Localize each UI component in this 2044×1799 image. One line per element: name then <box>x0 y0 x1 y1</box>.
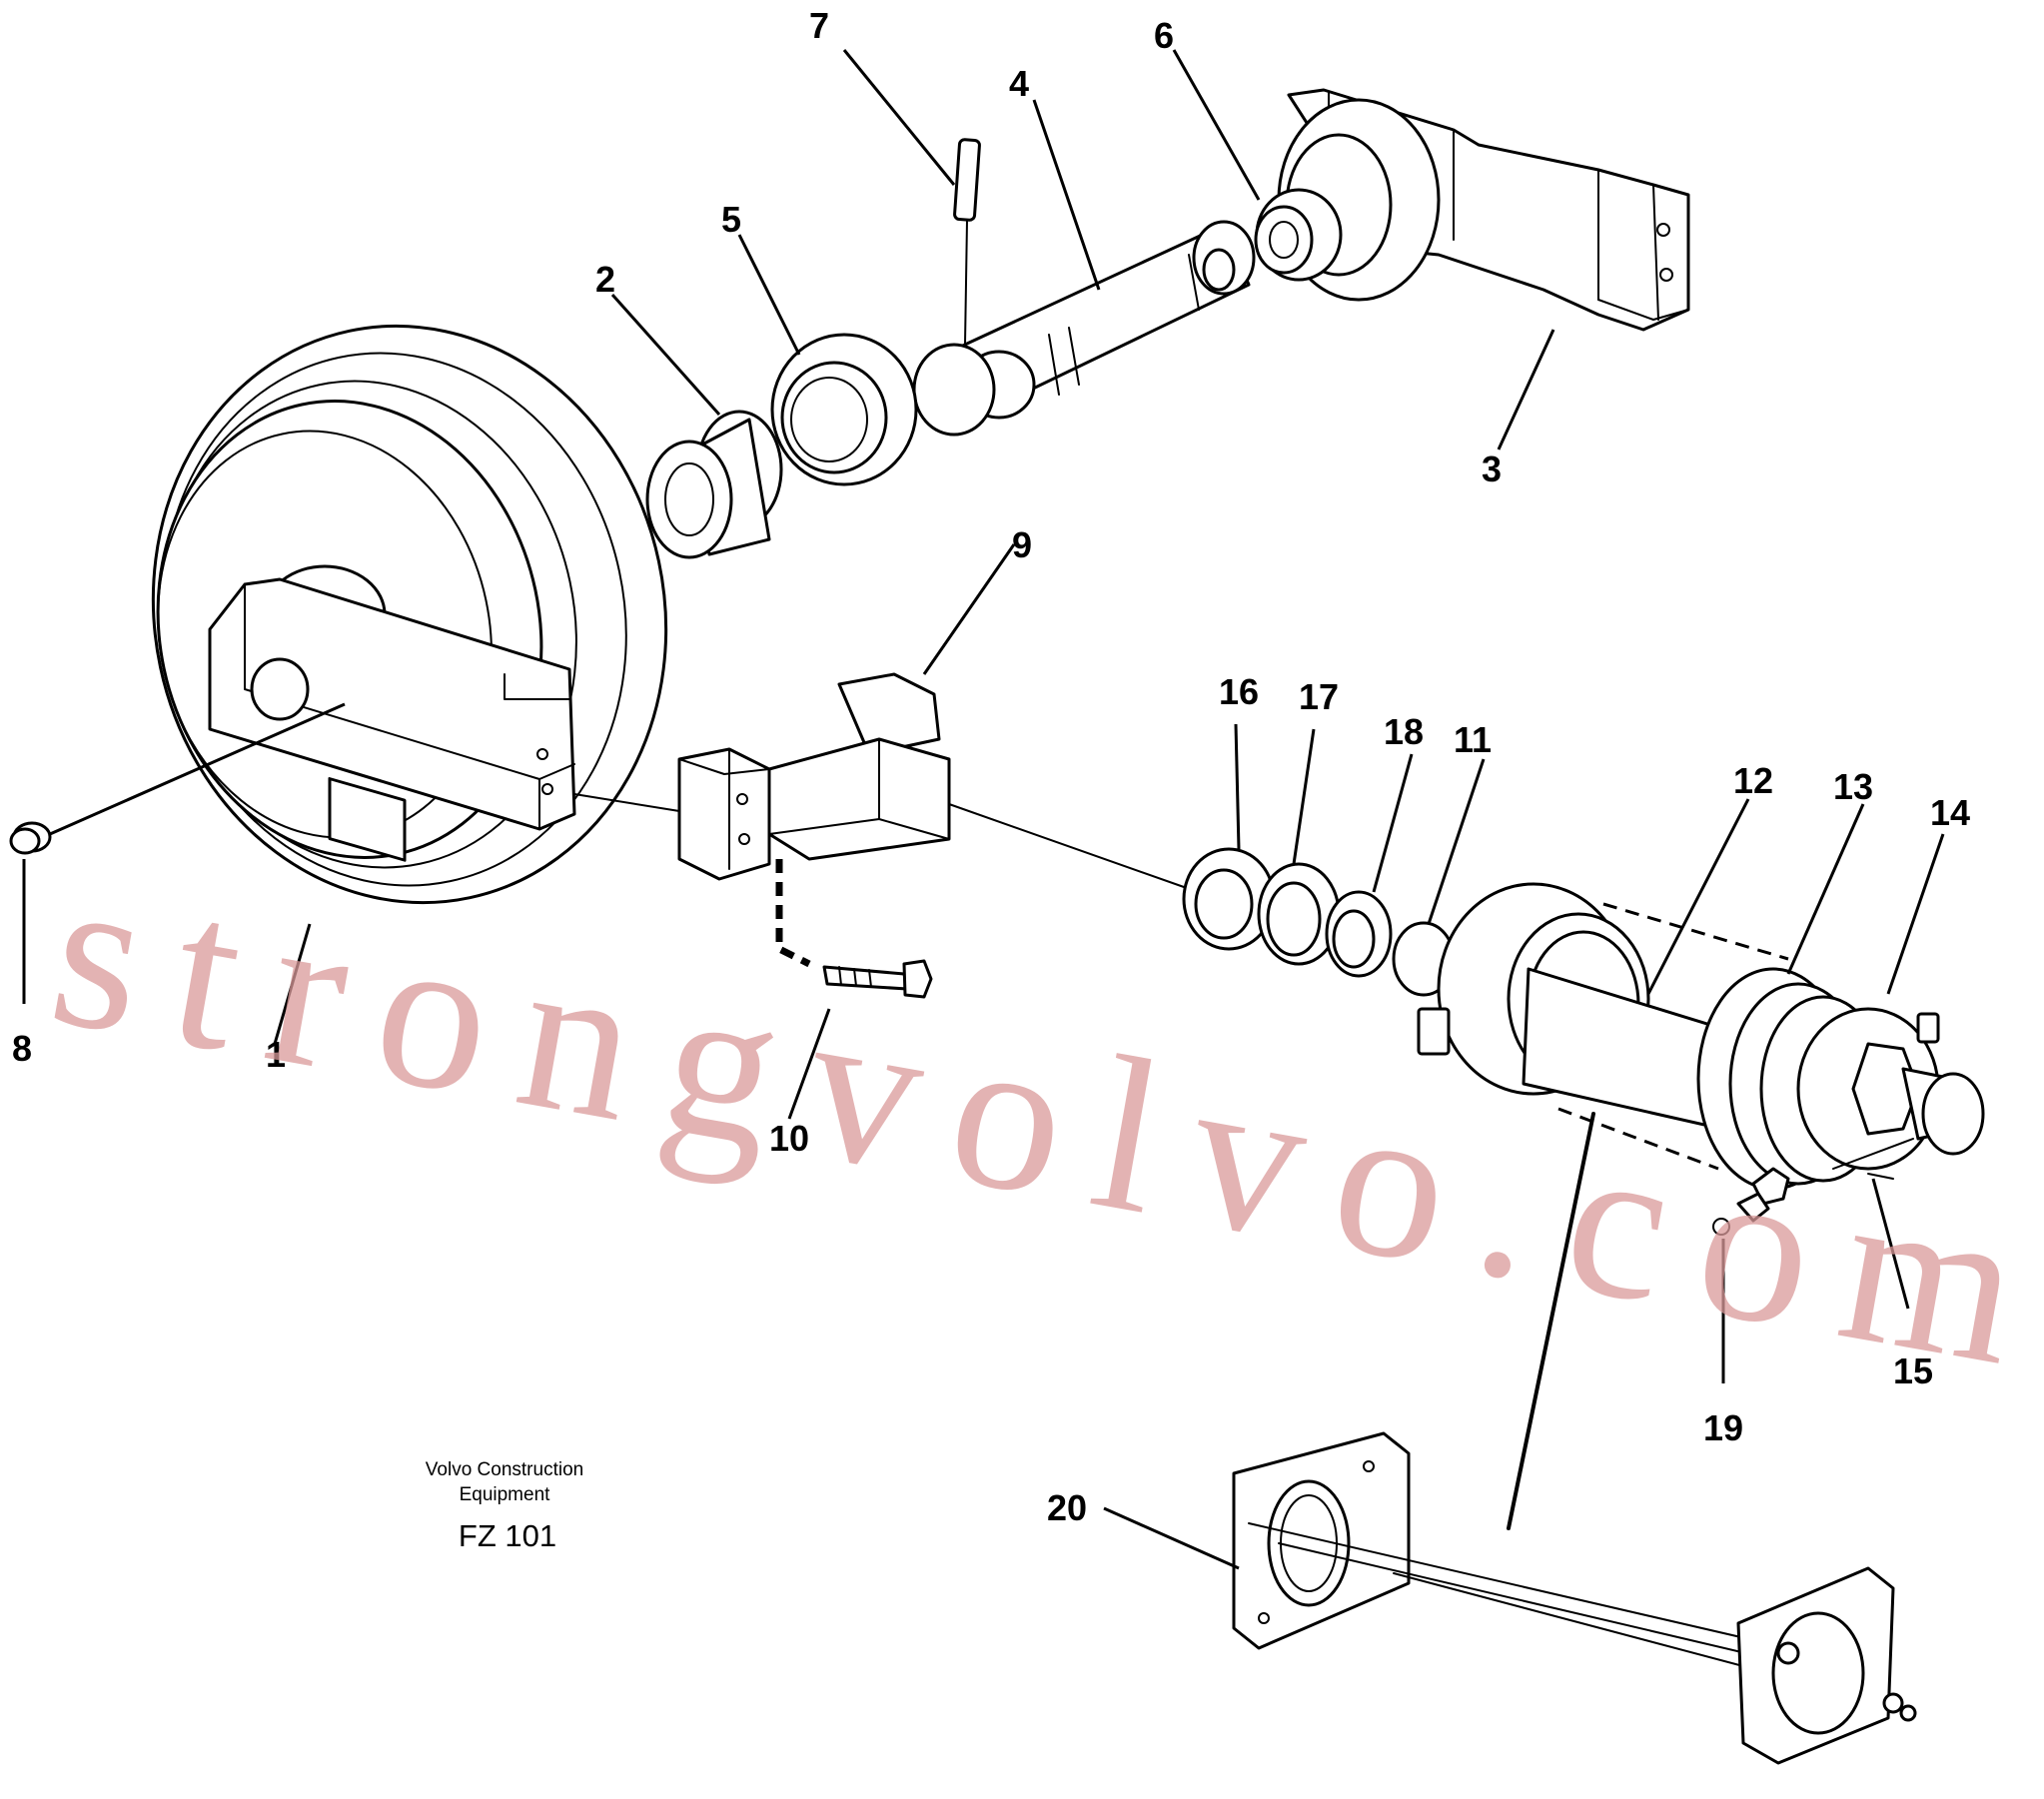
seal-part-5 <box>770 333 918 486</box>
nut-part-14 <box>1796 1007 1985 1171</box>
pin-part-15 <box>1832 1138 1914 1180</box>
callout-9: 9 <box>1012 524 1032 565</box>
tie-rod-part-20 <box>1232 1112 1917 1765</box>
callout-1: 1 <box>266 1034 286 1075</box>
callout-15: 15 <box>1893 1350 1933 1391</box>
callout-10: 10 <box>769 1118 809 1159</box>
callout-12: 12 <box>1733 760 1773 801</box>
callout-5: 5 <box>721 199 741 240</box>
callout-4: 4 <box>1009 63 1029 104</box>
callout-13: 13 <box>1833 766 1873 807</box>
callout-20: 20 <box>1047 1487 1087 1528</box>
callout-2: 2 <box>595 259 615 300</box>
callout-18: 18 <box>1384 711 1424 752</box>
fitting-part-19 <box>1712 1167 1790 1236</box>
ring-part-18 <box>1325 890 1393 978</box>
shaft-part-4 <box>912 138 1256 437</box>
callout-17: 17 <box>1299 676 1339 717</box>
ring-part-17 <box>1257 862 1341 966</box>
plug-part-8 <box>9 821 52 855</box>
bracket-part-3 <box>1254 88 1690 332</box>
bolt-part-10 <box>822 959 933 999</box>
callout-14: 14 <box>1930 792 1970 833</box>
figure-code: FZ 101 <box>459 1518 556 1553</box>
callout-16: 16 <box>1219 671 1259 712</box>
caption-line-1: Volvo Construction <box>426 1459 583 1480</box>
callout-7: 7 <box>809 5 829 46</box>
caption: Volvo Construction Equipment FZ 101 <box>426 1459 583 1553</box>
leader-lines <box>22 49 1945 1570</box>
callout-6: 6 <box>1154 15 1174 56</box>
callout-19: 19 <box>1703 1407 1743 1448</box>
callout-3: 3 <box>1482 449 1502 489</box>
callout-11: 11 <box>1454 719 1492 760</box>
cylinder-part-12 <box>1417 882 1797 1171</box>
callout-8: 8 <box>12 1028 32 1069</box>
bushing-part-2 <box>598 410 783 559</box>
tension-block-part-9 <box>677 672 951 968</box>
watermark: strongvolvo.com <box>37 826 2044 1417</box>
ring-part-16 <box>1182 847 1276 951</box>
callout-labels: 1 2 3 4 5 6 7 8 9 10 11 12 13 14 15 16 1… <box>12 5 1970 1528</box>
caption-line-2: Equipment <box>460 1484 551 1505</box>
